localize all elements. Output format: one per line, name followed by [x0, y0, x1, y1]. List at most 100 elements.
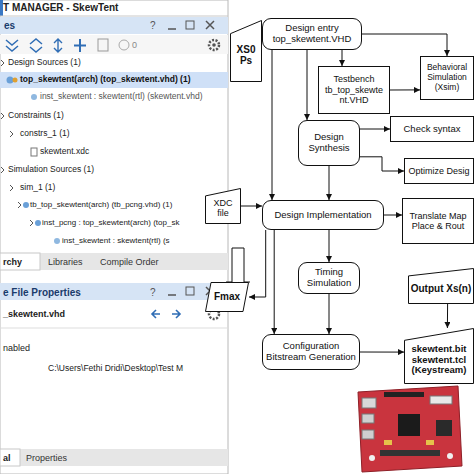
tab-bar: [0, 449, 228, 466]
active-tab: [0, 253, 40, 270]
tree-node-icon: [54, 238, 60, 244]
tree-arrow: [1, 113, 4, 119]
expand-icon: [30, 39, 42, 52]
process-box: Configuration Bitstream Generation: [262, 334, 360, 370]
panel-label: C:\Users\Fethi Dridi\Desktop\Test M: [48, 363, 183, 373]
selected-row: [0, 72, 228, 88]
node-text: XS0 Ps: [232, 44, 260, 67]
process-box: Design entry top_skewtent.VHD: [262, 18, 362, 50]
file-icon: [31, 148, 37, 156]
close-icon: [206, 21, 214, 29]
tree-arrow: [18, 202, 21, 208]
panel-label: rchy: [3, 257, 22, 267]
maximize-icon: [186, 287, 194, 295]
panel-label: T MANAGER - SkewTent: [3, 2, 118, 13]
minimize-icon: [168, 294, 176, 296]
io-shape: Output Xs(n): [408, 268, 474, 304]
process-box: Design Synthesis: [298, 120, 360, 166]
tree-arrow: [30, 220, 33, 226]
panel-label: Compile Order: [100, 257, 159, 267]
panel-label: inst_pcng : top_skewtent(arch) (top_sk: [42, 218, 179, 227]
task-box: Behavioral Simulation (Xsim): [420, 56, 474, 100]
process-box: Timing Simulation: [298, 262, 360, 294]
connector: [362, 430, 374, 439]
component: [384, 440, 392, 445]
shape-fill: [231, 21, 262, 82]
title-strip: [0, 0, 3, 16]
node-text: Testbench tb_top_skewte nt.VHD: [321, 74, 387, 105]
io-shape: XS0 Ps: [230, 20, 262, 82]
node-text: Translate Map Place & Rout: [405, 211, 471, 232]
connector: [362, 414, 374, 423]
panel-label: es: [4, 20, 15, 31]
node-text: Fmax: [214, 291, 240, 303]
add-icon: [74, 39, 86, 52]
io-shape: Fmax: [205, 282, 249, 312]
task-box: Testbench tb_top_skewte nt.VHD: [318, 66, 390, 114]
panel-label: inst_skewtent : skewtent(rtl) (s: [62, 236, 170, 245]
pin-header: [380, 450, 440, 456]
shape-fill: [405, 329, 474, 384]
shape-fill: [409, 269, 474, 304]
panel-background: [0, 0, 228, 474]
connector: [362, 398, 376, 408]
flow-arrow: [329, 294, 330, 334]
node-text: Optimize Desig: [408, 166, 469, 176]
gear-hub: [212, 43, 216, 47]
node-text: XDC file: [207, 198, 239, 219]
separator: [0, 328, 228, 329]
active-tab: [0, 449, 20, 466]
connector: [430, 396, 452, 404]
panel-label: constrs_1 (1): [20, 128, 70, 138]
panel-label: sim_1 (1): [20, 182, 55, 192]
flow-arrow: [362, 34, 447, 56]
node-text: Behavioral Simulation (Xsim): [423, 63, 471, 92]
task-box: Check syntax: [390, 116, 474, 142]
process-box: Design Implementation: [262, 200, 384, 230]
document-icon: [98, 39, 108, 51]
io-shape: XDC file: [205, 188, 241, 224]
flow-arrow: [329, 230, 330, 262]
panel-label: Properties: [26, 453, 67, 463]
panel-label: Simulation Sources (1): [8, 164, 94, 174]
sources-header: [0, 17, 228, 34]
panel-label: Libraries: [48, 257, 83, 267]
button: [447, 453, 453, 459]
board-pcb: [358, 386, 462, 472]
tree-arrow: [1, 60, 4, 66]
tree-arrow: [1, 167, 4, 173]
flow-arrow: [307, 50, 308, 120]
tree-arrow: [10, 185, 13, 191]
flow-arrow: [384, 215, 402, 216]
tree-node-icon: [31, 94, 37, 100]
status-icon: [119, 40, 129, 50]
node-text: Design Implementation: [274, 210, 371, 221]
panel-label: ?: [150, 287, 156, 298]
panel-label: ?: [150, 20, 156, 31]
flow-arrow: [360, 129, 390, 130]
flow-arrow: [360, 157, 404, 171]
toolbar: [0, 35, 228, 54]
node-text: Design Synthesis: [301, 132, 357, 154]
node-text: Timing Simulation: [301, 267, 357, 289]
node-text: Check syntax: [403, 124, 460, 135]
maximize-icon: [186, 21, 194, 29]
node-text: Design entry top_skewtent.VHD: [265, 23, 359, 45]
pin-header: [384, 392, 424, 397]
forward-arrow-icon: [172, 310, 180, 318]
flow-arrow: [360, 352, 404, 353]
tree-arrow: [10, 131, 13, 137]
panel-label: nabled: [3, 343, 30, 353]
fpga-board: [358, 386, 462, 472]
io-shape: skewtent.bit skewtent.tcl (Keystream): [404, 328, 474, 384]
sort-icon: [54, 39, 62, 52]
flow-arrow: [272, 50, 273, 200]
flow-arrow: [329, 166, 330, 200]
shape-fill: [206, 283, 249, 312]
node-text: Configuration Bitstream Generation: [265, 341, 357, 363]
pulse-symbol: [226, 248, 250, 282]
flow-arrow: [241, 206, 262, 207]
fpga-chip: [398, 414, 420, 436]
panel-label: inst_skewtent : skewtent(rtl) (skewtent.…: [40, 91, 203, 101]
